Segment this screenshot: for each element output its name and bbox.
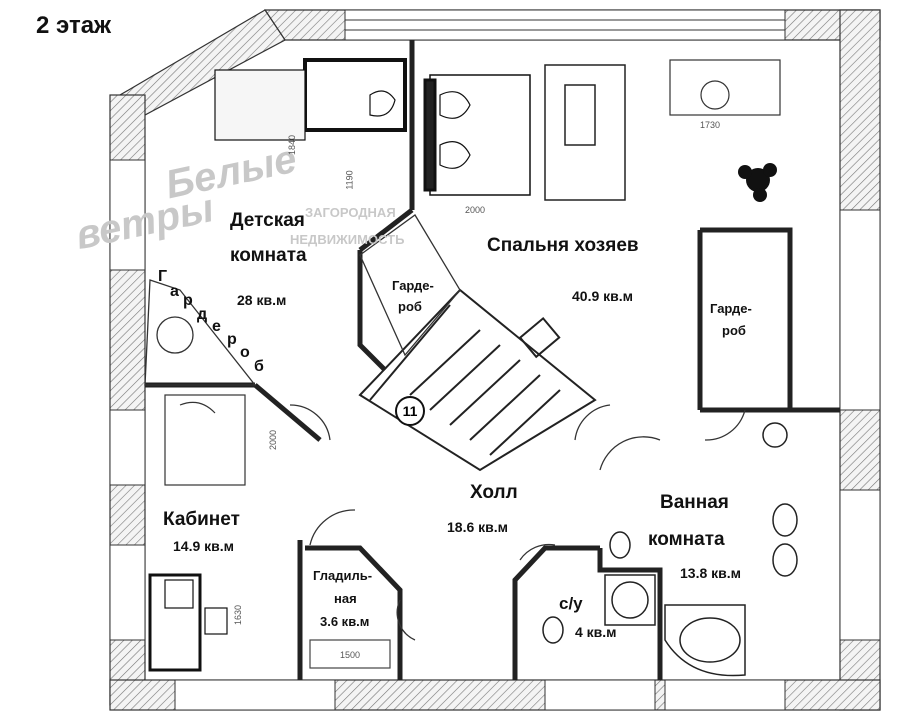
master-bedroom-name: Спальня хозяев (487, 235, 639, 256)
ironing-name-line2: ная (334, 591, 357, 606)
hall-name: Холл (470, 482, 518, 503)
kids-wardrobe-letter: о (240, 344, 250, 361)
wc-name: с/у (559, 594, 583, 613)
dimension-label: 1190 (344, 170, 355, 190)
wardrobe-center-line2: роб (398, 299, 422, 314)
ironing-board (309, 639, 391, 669)
office-name: Кабинет (163, 509, 240, 530)
bath-name-line1: Ванная (660, 492, 729, 513)
dimension-label: 2000 (268, 429, 279, 451)
kids-room-name-line2: комната (230, 245, 307, 266)
kids-room-name-line1: Детская (230, 210, 305, 231)
watermark-line4: НЕДВИЖИМОСТЬ (290, 232, 405, 247)
stairs-number: 11 (395, 396, 425, 426)
wardrobe-right-line2: роб (722, 323, 746, 338)
windows (109, 9, 881, 711)
bath-fixtures (542, 422, 798, 677)
kids-wardrobe-letter: е (212, 318, 221, 335)
wardrobe-center-unit (359, 214, 461, 357)
bath-area: 13.8 кв.м (680, 565, 741, 581)
master-desk (669, 59, 781, 116)
master-bed (423, 74, 531, 196)
dimension-label: 1730 (700, 120, 721, 130)
watermark-line3: ЗАГОРОДНАЯ (305, 205, 396, 220)
interior-walls (145, 40, 840, 680)
kids-bed (214, 58, 407, 141)
ironing-name-line1: Гладиль- (313, 568, 373, 583)
kids-wardrobe-letter: д (197, 306, 208, 323)
doors (289, 404, 746, 641)
dimension-label: 1840 (287, 134, 298, 156)
kids-wardrobe-letter: Г (158, 268, 168, 285)
dimension-label: 1630 (233, 604, 244, 626)
ironing-area: 3.6 кв.м (320, 614, 370, 629)
office-area: 14.9 кв.м (173, 538, 234, 554)
wardrobe-right-line1: Гарде- (710, 301, 752, 316)
kids-wardrobe-letter: а (170, 283, 179, 300)
floor-title: 2 этаж (36, 12, 112, 39)
kids-wardrobe-letter: б (254, 358, 264, 375)
kids-wardrobe-unit (144, 279, 257, 386)
hall-area: 18.6 кв.м (447, 519, 508, 535)
kids-wardrobe-letter: р (183, 292, 193, 309)
bath-name-line2: комната (648, 529, 725, 550)
dimension-label: 2000 (465, 205, 486, 215)
wc-area: 4 кв.м (575, 624, 617, 640)
kids-room-area: 28 кв.м (237, 292, 287, 308)
wardrobe-center-line1: Гарде- (392, 278, 434, 293)
dimension-label: 1500 (340, 650, 361, 660)
office-desk (148, 573, 228, 672)
master-bedroom-area: 40.9 кв.м (572, 288, 633, 304)
staircase (358, 288, 597, 472)
master-rug (544, 64, 626, 201)
plant (738, 163, 777, 202)
office-bed (164, 394, 246, 486)
kids-wardrobe-letter: р (227, 331, 237, 348)
